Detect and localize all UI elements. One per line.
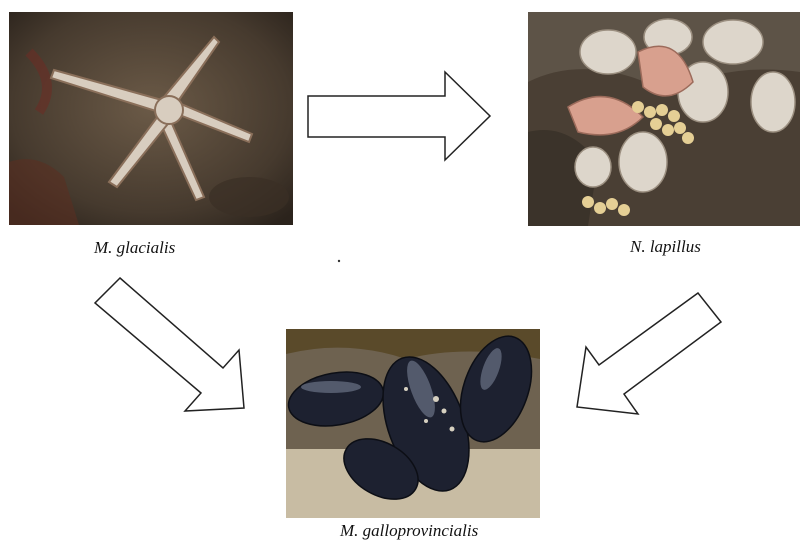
dot-mark: [338, 260, 340, 262]
label-whelk: N. lapillus: [630, 237, 701, 257]
label-starfish: M. glacialis: [94, 238, 175, 258]
right-arrow: [308, 72, 490, 160]
down-right-arrow: [95, 278, 244, 411]
label-mussel: M. galloprovincialis: [340, 521, 478, 541]
down-left-arrow: [577, 293, 721, 414]
